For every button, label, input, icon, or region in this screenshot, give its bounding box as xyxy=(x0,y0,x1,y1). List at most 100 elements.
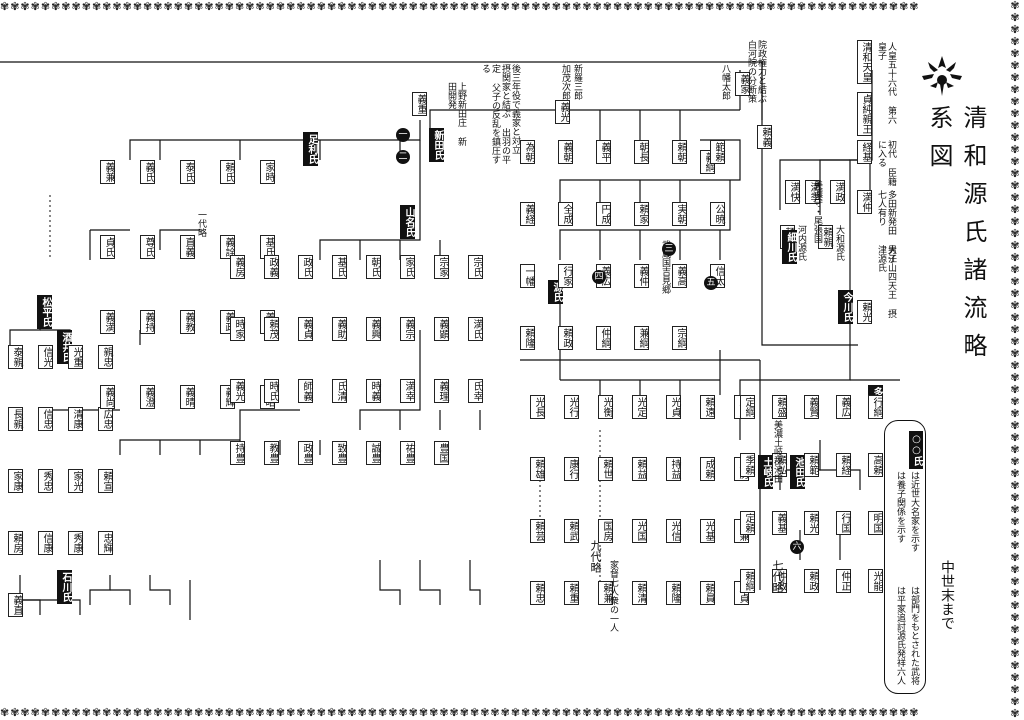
bottom-border: ✾✾✾✾✾✾✾✾✾✾✾✾✾✾✾✾✾✾✾✾✾✾✾✾✾✾✾✾✾✾✾✾✾✾✾✾✾✾✾✾… xyxy=(0,706,920,719)
person-mid-0: 義房 xyxy=(230,255,245,279)
person-mid-11: 義助 xyxy=(332,317,347,341)
person-far_right-18: 仲正 xyxy=(836,569,851,593)
person-left_col-6: 清康 xyxy=(68,407,83,431)
person-mid-26: 政豊 xyxy=(298,441,313,465)
person-mid-9: 頼茂 xyxy=(264,317,279,341)
person-right_mid-5: 範頼 xyxy=(710,140,725,164)
person-right-19: 光基 xyxy=(700,519,715,543)
person-right-5: 頼遠 xyxy=(700,395,715,419)
person-mid-23: 氏幸 xyxy=(468,379,483,403)
yoshiie-note: 八幡太郎 xyxy=(720,64,730,100)
clan-nitta: 新田氏 xyxy=(429,128,444,162)
person-mid_left-1: 義氏 xyxy=(140,160,155,184)
person-far_right-0: 定綱 xyxy=(740,395,755,419)
person-mid_left-4: 家時 xyxy=(260,160,275,184)
person-right-12: 成頼 xyxy=(700,457,715,481)
person-left_col-2: 光重 xyxy=(68,345,83,369)
number-badge-5: 六 xyxy=(790,540,804,554)
person-mid_left-3: 頼氏 xyxy=(220,160,235,184)
person-right-8: 康行 xyxy=(564,457,579,481)
number-badge-0: 一 xyxy=(396,128,410,142)
person-right-11: 持益 xyxy=(666,457,681,481)
person-mid-22: 義理 xyxy=(434,379,449,403)
yorimitsu-note: 大江山四天王 摂津源氏 xyxy=(876,245,896,318)
person-left_col-10: 家光 xyxy=(68,469,83,493)
person-far_right-8: 頼経 xyxy=(836,453,851,477)
person-right-4: 光貞 xyxy=(666,395,681,419)
note-toki: 美濃土岐郡池田 xyxy=(772,420,782,483)
person-right-14: 頼芸 xyxy=(530,519,545,543)
right-border: ✾✾✾✾✾✾✾✾✾✾✾✾✾✾✾✾✾✾✾✾✾✾✾✾✾✾✾✾✾✾✾✾✾✾✾✾✾✾✾✾… xyxy=(1010,0,1020,720)
person-far_right-2: 義賢 xyxy=(804,395,819,419)
person-mid_left-8: 義詮 xyxy=(220,235,235,259)
person-right-3: 光定 xyxy=(632,395,647,419)
person-mid_left-0: 義兼 xyxy=(100,160,115,184)
person-far_right-15: 頼綱 xyxy=(740,569,755,593)
person-left_col-8: 家康 xyxy=(8,469,23,493)
person-mid_left-12: 義教 xyxy=(180,310,195,334)
legend-box: ○○氏 は近世大名家を示す は養子関係を示す は部門をもとされた武将 は平家追討… xyxy=(884,420,926,694)
mitsunaka: 満仲 xyxy=(857,190,872,214)
note-ichidai: 一代略 xyxy=(196,210,206,237)
person-left_col-13: 信康 xyxy=(38,531,53,555)
number-badge-1: 二 xyxy=(396,150,410,164)
person-mid-27: 致豊 xyxy=(332,441,347,465)
person-right-18: 光信 xyxy=(666,519,681,543)
gosannen-note: 後三年役で義家と対立 摂関家と結ぶ 出羽の平定 父子の反乱を鎮圧する xyxy=(480,64,520,164)
person-mid-19: 氏清 xyxy=(332,379,347,403)
person-far_right-4: 行綱 xyxy=(868,395,883,419)
yorinobu-note: 河内源氏 xyxy=(796,225,806,261)
person-far_right-19: 光能 xyxy=(868,569,883,593)
person-mid-25: 教豊 xyxy=(264,441,279,465)
person-left_col-15: 忠輝 xyxy=(98,531,113,555)
note-mino: 美濃守・尾張国 xyxy=(812,180,822,243)
person-right-15: 頼武 xyxy=(564,519,579,543)
person-mid-17: 時氏 xyxy=(264,379,279,403)
person-mid-24: 持豊 xyxy=(230,441,245,465)
person-far_right-13: 行国 xyxy=(836,511,851,535)
person-mid_left-10: 義満 xyxy=(100,310,115,334)
person-left_col-3: 親忠 xyxy=(98,345,113,369)
person-right_mid-16: 義高 xyxy=(672,264,687,288)
person-left_col-12: 頼房 xyxy=(8,531,23,555)
person-right_mid-20: 仲綱 xyxy=(596,326,611,350)
person-left_col-0: 泰親 xyxy=(8,345,23,369)
person-mid_left-16: 義澄 xyxy=(140,385,155,409)
person-left_col-16: 義直 xyxy=(8,593,23,617)
person-right_mid-22: 宗綱 xyxy=(672,326,687,350)
clan-ashikaga: 足利氏 xyxy=(303,132,318,166)
person-right_mid-1: 義朝 xyxy=(558,140,573,164)
person-right_mid-10: 実朝 xyxy=(672,202,687,226)
legend-num-desc: は部門をもとされた武将 xyxy=(909,586,919,685)
person-mid-1: 政義 xyxy=(264,255,279,279)
clan-imagawa: 今川氏 xyxy=(838,290,853,324)
person-left_col-4: 長親 xyxy=(8,407,23,431)
person-mid-12: 義興 xyxy=(366,317,381,341)
clan-toki: 土岐氏 xyxy=(758,455,773,489)
person-far_right-9: 高頼 xyxy=(868,453,883,477)
person-right_mid-6: 義経 xyxy=(520,202,535,226)
person-mid-4: 朝氏 xyxy=(366,255,381,279)
person-right-0: 光長 xyxy=(530,395,545,419)
person-right_mid-15: 義仲 xyxy=(634,264,649,288)
person-mid-20: 時義 xyxy=(366,379,381,403)
person-mid-21: 満幸 xyxy=(400,379,415,403)
family-crest xyxy=(918,52,966,100)
mitsunaka-note: 多田新発田 男子七人有り xyxy=(876,190,896,263)
person-far_right-17: 頼政 xyxy=(804,569,819,593)
person-right-26: 頼員 xyxy=(700,581,715,605)
legend-badge: ○○氏 xyxy=(909,431,923,469)
clan-ikeda: 池田氏 xyxy=(790,455,805,489)
person-right-9: 頼世 xyxy=(598,457,613,481)
person-right_mid-13: 行家 xyxy=(558,264,573,288)
top-border: ✾✾✾✾✾✾✾✾✾✾✾✾✾✾✾✾✾✾✾✾✾✾✾✾✾✾✾✾✾✾✾✾✾✾✾✾✾✾✾✾… xyxy=(0,0,920,13)
person-mid_left-6: 尊氏 xyxy=(140,235,155,259)
clan-ishikawa: 石川氏 xyxy=(57,570,72,604)
note-jiyo: 家督七人衆の一人 xyxy=(608,560,618,632)
yoshiie: 義家 xyxy=(735,72,750,96)
person-far_right-10: 定頼 xyxy=(740,511,755,535)
yorichika: 頼親 xyxy=(818,225,833,249)
person-mid-15: 満氏 xyxy=(468,317,483,341)
person-mid_left-7: 直義 xyxy=(180,235,195,259)
person-far_right-3: 義広 xyxy=(836,395,851,419)
